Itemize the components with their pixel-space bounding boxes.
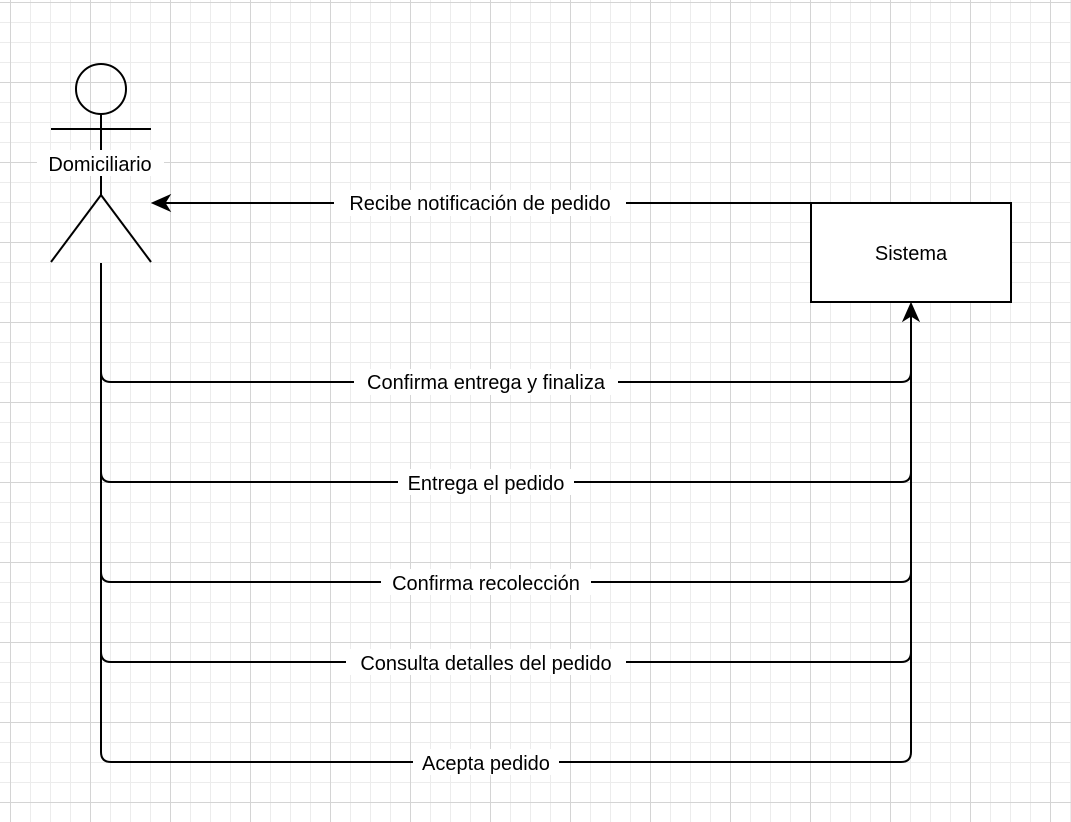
actor-figure[interactable]: [50, 63, 152, 263]
message-label-bg: [413, 749, 559, 775]
message-label: Confirma recolección: [392, 573, 580, 595]
message-label-bg: [346, 649, 626, 675]
actor-label-bg: [37, 150, 164, 176]
actor-label: Domiciliario: [48, 154, 151, 176]
actor-right-leg: [100, 194, 152, 263]
message-label: Consulta detalles del pedido: [360, 653, 611, 675]
message-label: Recibe notificación de pedido: [349, 193, 610, 215]
message-label: Confirma entrega y finaliza: [367, 372, 606, 394]
actor-head: [75, 63, 127, 115]
arrowhead-up-icon: [901, 301, 921, 323]
message-recibe-notificacion[interactable]: Recibe notificación de pedido: [150, 190, 811, 216]
arrowhead-left-icon: [150, 193, 172, 213]
message-label: Acepta pedido: [422, 753, 550, 775]
message-confirma-entrega[interactable]: Confirma entrega y finaliza: [100, 263, 921, 395]
actor-left-leg: [50, 194, 102, 263]
message-label-bg: [398, 469, 574, 495]
message-label-bg: [334, 190, 626, 216]
message-connector: [100, 263, 912, 383]
message-consulta-detalles[interactable]: Consulta detalles del pedido: [100, 572, 912, 675]
system-label: Sistema: [875, 243, 948, 265]
message-label-bg: [354, 369, 618, 395]
message-label: Entrega el pedido: [408, 473, 565, 495]
message-acepta-pedido[interactable]: Acepta pedido: [100, 652, 912, 775]
message-label-bg: [381, 569, 591, 595]
